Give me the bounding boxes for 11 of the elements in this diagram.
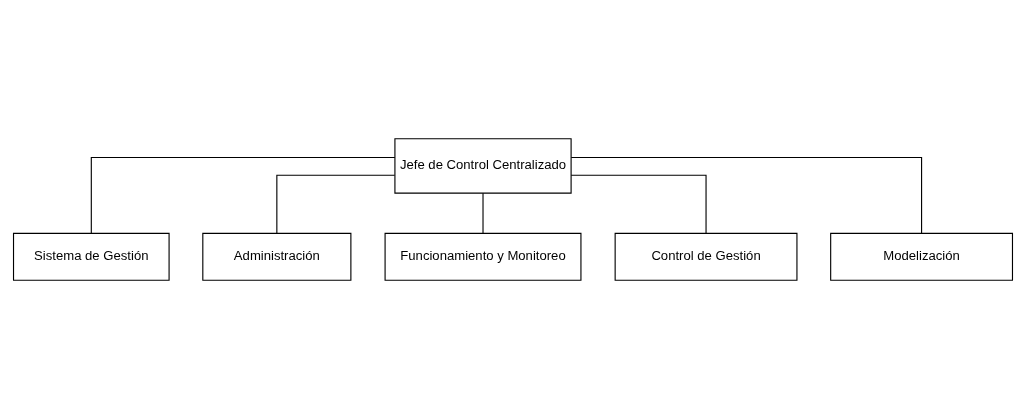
node-box: Jefe de Control Centralizado [394, 138, 572, 194]
connector [90, 156, 396, 234]
node-box: Sistema de Gestión [12, 232, 170, 281]
node-box: Funcionamiento y Monitoreo [384, 232, 582, 281]
connector [276, 174, 396, 234]
node-box: Control de Gestión [614, 232, 798, 281]
connector [570, 156, 923, 234]
connector [482, 192, 484, 234]
node-box: Modelización [830, 232, 1014, 281]
connector [570, 174, 707, 234]
node-box: Administración [202, 232, 352, 281]
